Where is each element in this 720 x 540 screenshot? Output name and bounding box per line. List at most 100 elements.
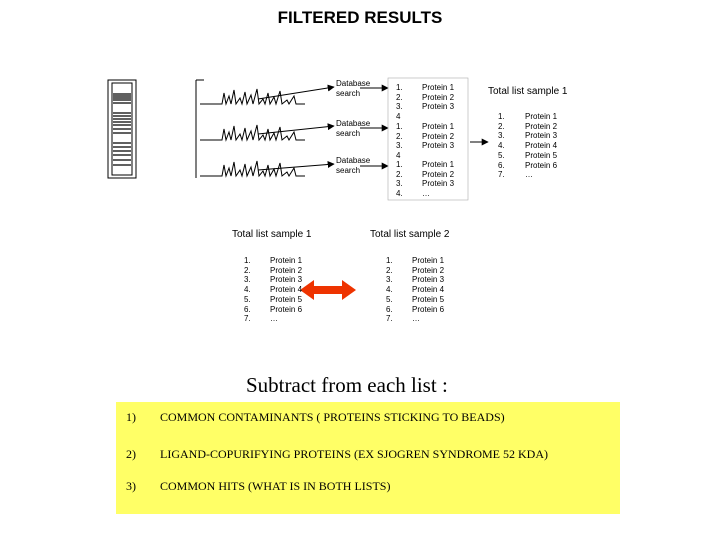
list-number: 4. <box>396 189 403 199</box>
list-item: Protein 4 <box>270 285 303 295</box>
compare-left-numbers: 1. 2. 3. 4. 5. 6. 7. <box>244 256 251 324</box>
list-number: 4. <box>244 285 251 295</box>
list-item: Protein 4 <box>525 141 558 151</box>
compare-left-proteins: Protein 1 Protein 2 Protein 3 Protein 4 … <box>270 256 302 324</box>
list-number: 1. <box>386 256 393 265</box>
list-number: 3. <box>386 275 393 285</box>
list-number: 5. <box>244 294 251 304</box>
list-item: Protein 5 <box>525 150 558 160</box>
list-number: 2. <box>396 131 403 141</box>
list-number: 4 <box>396 151 401 161</box>
list-number: 7. <box>386 314 393 324</box>
list-number: 4. <box>386 285 393 295</box>
list-item: … <box>270 314 278 324</box>
list-item: Protein 1 <box>422 160 455 169</box>
list-item: Protein 3 <box>422 102 455 112</box>
subtract-item-3-text: COMMON HITS (WHAT IS IN BOTH LISTS) <box>160 479 391 493</box>
list-number: 5. <box>386 294 393 304</box>
list-number: 1. <box>498 112 505 121</box>
list-number: 6. <box>244 304 251 314</box>
list-number: 3. <box>396 179 403 189</box>
list-item: Protein 3 <box>422 179 455 189</box>
list-item: Protein 6 <box>525 160 558 170</box>
list-item: Protein 2 <box>422 92 455 102</box>
list-number: 2. <box>396 92 403 102</box>
list-item: Protein 1 <box>525 112 558 121</box>
list-item: Protein 3 <box>412 275 445 285</box>
database-search-label-1: Database search <box>336 79 371 98</box>
list-item: Protein 2 <box>525 121 558 131</box>
list-item: Protein 4 <box>412 285 445 295</box>
list-number: 7. <box>244 314 251 324</box>
list-item: Protein 2 <box>422 169 455 179</box>
database-search-label-3: Database search <box>336 156 371 175</box>
gel-image <box>107 79 137 179</box>
subtract-heading: Subtract from each list : <box>246 373 448 397</box>
compare-left-label: Total list sample 1 <box>232 229 312 240</box>
list-item: Protein 1 <box>422 83 455 92</box>
subtract-box <box>116 402 620 514</box>
compare-right-label: Total list sample 2 <box>370 229 450 240</box>
list-number: 2. <box>498 121 505 131</box>
list-item: Protein 1 <box>422 122 455 131</box>
compare-right-numbers: 1. 2. 3. 4. 5. 6. 7. <box>386 256 393 324</box>
list-item: Protein 5 <box>412 294 445 304</box>
top-list-3-proteins: Protein 1 Protein 2 Protein 3 … <box>422 160 454 199</box>
list-item: Protein 3 <box>422 141 455 151</box>
subtract-item-2-text: LIGAND-COPURIFYING PROTEINS (EX SJOGREN … <box>160 447 549 461</box>
list-item: Protein 3 <box>525 131 558 141</box>
spectrum-2 <box>200 124 305 142</box>
top-lists-box <box>387 77 469 201</box>
spectrum-1 <box>200 88 305 106</box>
subtract-item-3-number: 3) <box>126 479 136 493</box>
top-list-3-numbers: 1. 2. 3. 4. <box>396 160 403 199</box>
list-number: 2. <box>396 169 403 179</box>
search-arrows <box>257 84 489 171</box>
page-title: FILTERED RESULTS <box>277 8 443 27</box>
list-number: 3. <box>498 131 505 141</box>
list-number: 1. <box>244 256 251 265</box>
list-item: Protein 5 <box>270 294 303 304</box>
list-number: 4. <box>498 141 505 151</box>
total-list-top-proteins: Protein 1 Protein 2 Protein 3 Protein 4 … <box>525 112 557 180</box>
spectra <box>195 79 305 178</box>
list-item: … <box>525 170 533 180</box>
spectrum-3 <box>200 160 305 178</box>
list-item: Protein 6 <box>412 304 445 314</box>
top-list-1-numbers: 1. 2. 3. 4 <box>396 83 403 122</box>
list-number: 1. <box>396 160 403 169</box>
total-list-top-numbers: 1. 2. 3. 4. 5. 6. 7. <box>498 112 505 180</box>
list-item: Protein 1 <box>412 256 445 265</box>
list-item: Protein 1 <box>270 256 303 265</box>
subtract-item-2-number: 2) <box>126 447 136 461</box>
list-number: 6. <box>386 304 393 314</box>
list-item: … <box>412 314 420 324</box>
list-number: 6. <box>498 160 505 170</box>
subtract-item-1-text: COMMON CONTAMINANTS ( PROTEINS STICKING … <box>160 410 505 424</box>
database-search-label-2: Database search <box>336 119 371 138</box>
list-number: 4 <box>396 112 401 122</box>
top-list-2-proteins: Protein 1 Protein 2 Protein 3 <box>422 122 454 151</box>
list-number: 1. <box>396 83 403 92</box>
list-number: 3. <box>244 275 251 285</box>
subtract-item-1-number: 1) <box>126 410 136 424</box>
compare-double-arrow <box>300 280 356 300</box>
top-list-1-proteins: Protein 1 Protein 2 Protein 3 <box>422 83 454 112</box>
list-item: … <box>422 189 430 199</box>
list-item: Protein 2 <box>270 265 303 275</box>
compare-right-proteins: Protein 1 Protein 2 Protein 3 Protein 4 … <box>412 256 444 324</box>
list-number: 5. <box>498 150 505 160</box>
total-list-top-label: Total list sample 1 <box>488 86 568 97</box>
list-item: Protein 2 <box>422 131 455 141</box>
list-item: Protein 2 <box>412 265 445 275</box>
list-item: Protein 3 <box>270 275 303 285</box>
list-number: 7. <box>498 170 505 180</box>
list-number: 2. <box>244 265 251 275</box>
list-number: 1. <box>396 122 403 131</box>
list-number: 2. <box>386 265 393 275</box>
list-number: 3. <box>396 141 403 151</box>
list-item: Protein 6 <box>270 304 303 314</box>
list-number: 3. <box>396 102 403 112</box>
top-list-2-numbers: 1. 2. 3. 4 <box>396 122 403 161</box>
